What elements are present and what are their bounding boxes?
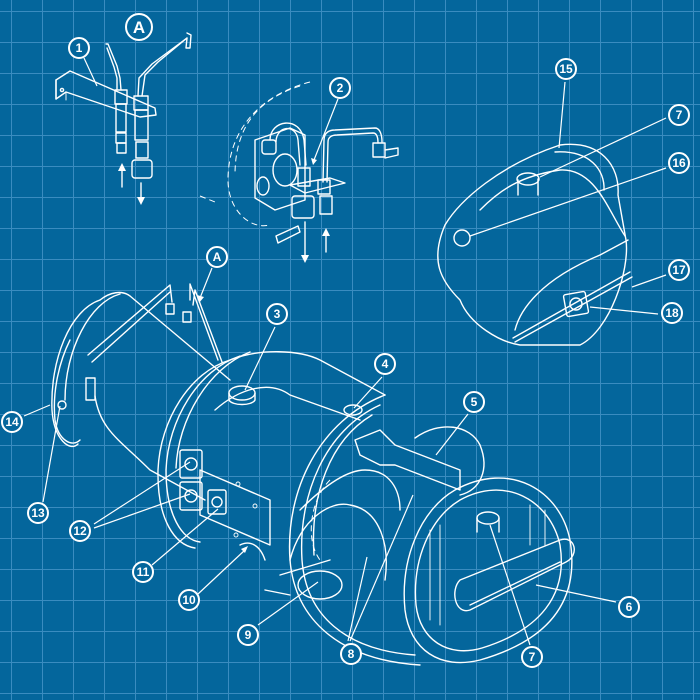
callout-6: 6 xyxy=(618,596,640,618)
detail-a-fitting-assembly xyxy=(55,32,192,205)
callout-7-top: 7 xyxy=(668,104,690,126)
callout-11: 11 xyxy=(132,561,154,583)
callout-14: 14 xyxy=(1,411,23,433)
callout-detail-a-top: A xyxy=(125,13,153,41)
end-cover-assembly xyxy=(437,81,667,346)
callout-12: 12 xyxy=(69,520,91,542)
callout-8: 8 xyxy=(340,643,362,665)
callout-15: 15 xyxy=(555,58,577,80)
callout-detail-a-main: A xyxy=(206,246,228,268)
callout-7-bottom: 7 xyxy=(521,646,543,668)
callout-16: 16 xyxy=(668,152,690,174)
callout-3: 3 xyxy=(266,303,288,325)
part-2-fitting-assembly xyxy=(199,81,399,263)
callout-2: 2 xyxy=(329,77,351,99)
main-housing-assembly xyxy=(23,267,617,666)
callout-13: 13 xyxy=(27,502,49,524)
callout-10: 10 xyxy=(178,589,200,611)
callout-18: 18 xyxy=(661,302,683,324)
callout-1: 1 xyxy=(68,37,90,59)
callout-17: 17 xyxy=(668,259,690,281)
callout-4: 4 xyxy=(374,353,396,375)
callout-5: 5 xyxy=(463,391,485,413)
callout-9: 9 xyxy=(237,624,259,646)
